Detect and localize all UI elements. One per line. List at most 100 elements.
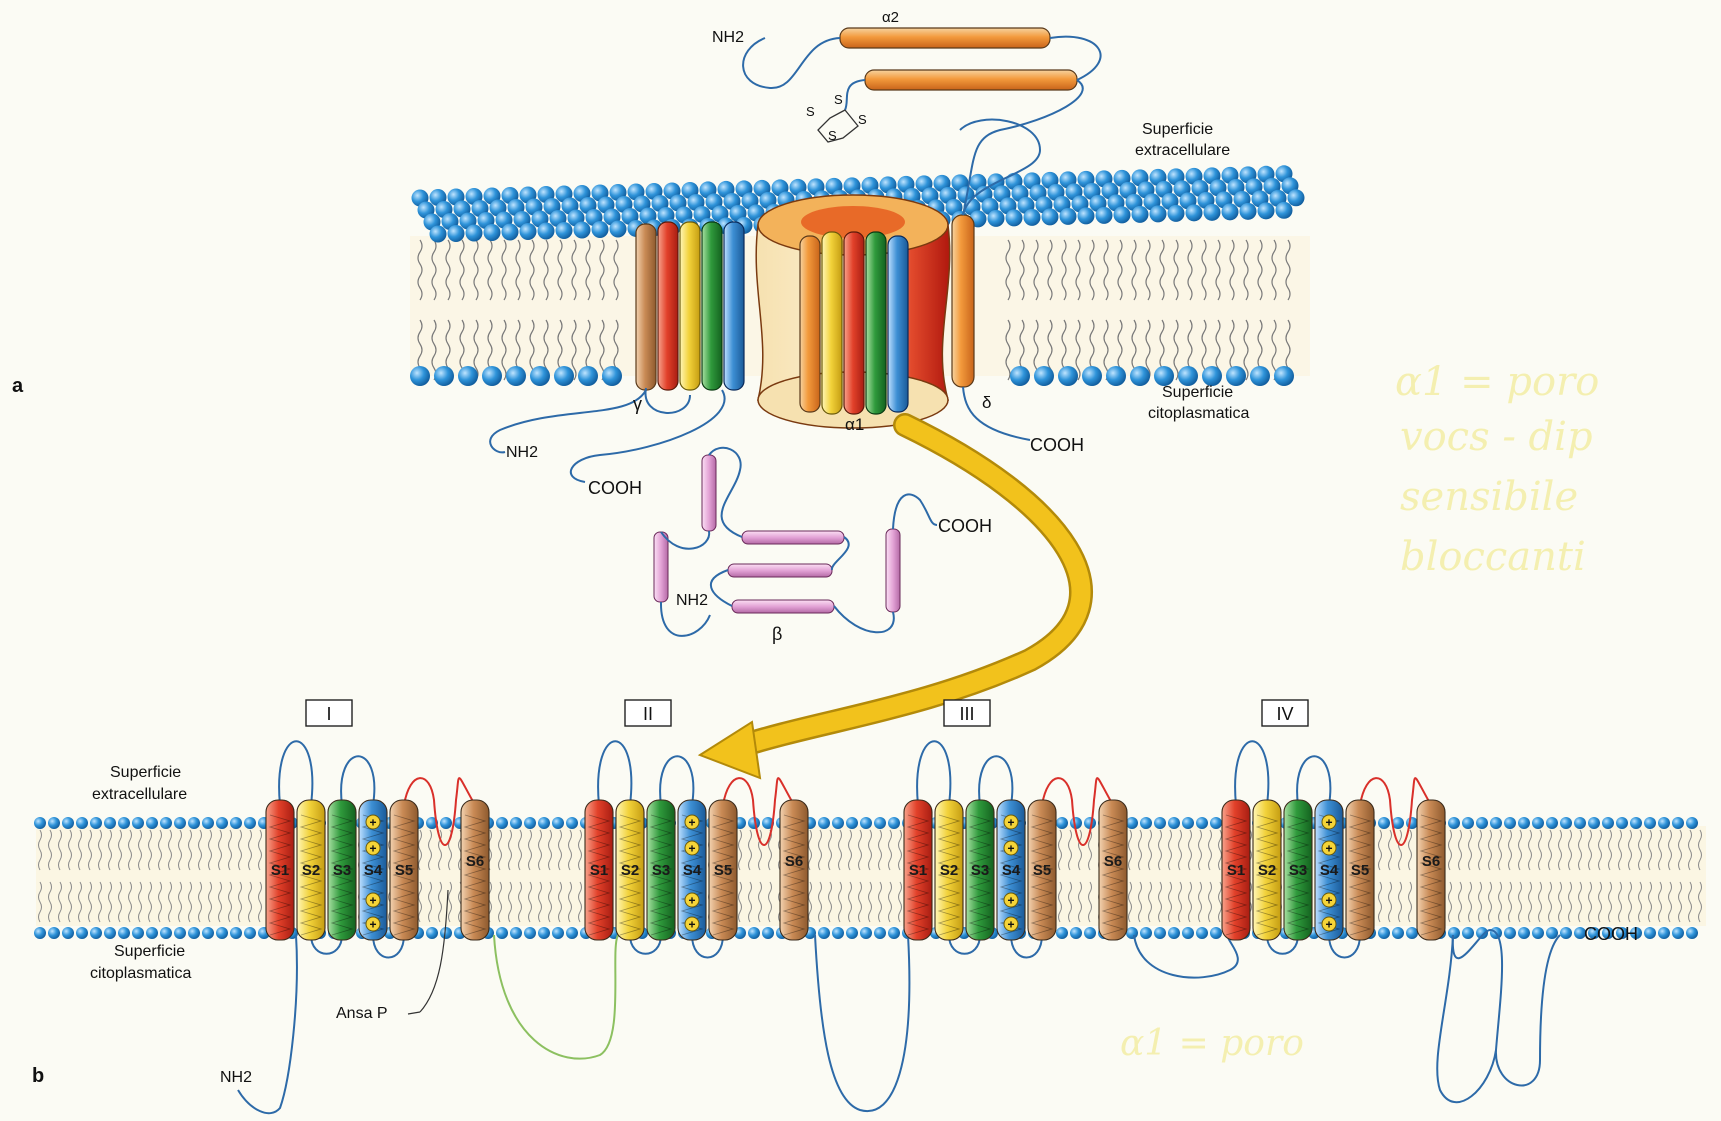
lipid-head [1082,366,1102,386]
panel-b-letter: b [32,1065,44,1087]
delta-cooh: COOH [1030,435,1084,455]
lipid-head [1630,817,1642,829]
segment-s5: S5 [390,800,418,940]
lipid-head [1140,927,1152,939]
segment-label: S5 [1033,862,1051,879]
lipid-head [1130,366,1150,386]
lipid-head [1096,207,1113,224]
panel-a-letter: a [12,375,24,397]
lipid-head [610,220,627,237]
lipid-head [578,366,598,386]
lipid-head [1258,202,1275,219]
alpha2-helix-2 [865,70,1077,90]
lipid-head [1504,817,1516,829]
lipid-head [1202,366,1222,386]
segment-s3: S3 [328,800,356,940]
lipid-head [1546,817,1558,829]
lipid-head [1658,817,1670,829]
lipid-head [62,817,74,829]
lipid-head [1616,817,1628,829]
lipid-head [1070,927,1082,939]
b-extra-surface-line2: extracellulare [92,786,187,803]
lipid-head [1210,817,1222,829]
charge-symbol: + [369,918,376,932]
segment-s5: S5 [709,800,737,940]
segment-s1: S1 [585,800,613,940]
lipid-head [552,817,564,829]
lipid-head [846,927,858,939]
lipid-head [510,927,522,939]
lipid-head [1658,927,1670,939]
gamma-cooh: COOH [588,478,642,498]
lipid-head [1560,817,1572,829]
lipid-head [430,226,447,243]
lipid-head [1006,209,1023,226]
charge-symbol: + [369,816,376,830]
lipid-head [230,817,242,829]
b-cooh: COOH [1584,924,1638,944]
alpha1-helix-4 [866,232,886,414]
lipid-head [1504,927,1516,939]
lipid-head [1686,817,1698,829]
charge-symbol: + [688,816,695,830]
segment-label: S6 [466,853,484,870]
lipid-head [1178,366,1198,386]
lipid-head [410,366,430,386]
lipid-head [1518,927,1530,939]
segment-label: S2 [940,862,958,879]
segment-s1: S1 [1222,800,1250,940]
charge-symbol: + [688,894,695,908]
lipid-head [592,221,609,238]
lipid-head [1274,366,1294,386]
lipid-head [846,817,858,829]
lipid-head [160,817,172,829]
alpha1-pore [756,195,949,428]
charge-symbol: + [1325,842,1332,856]
segment-s4: S4++++ [1315,800,1343,940]
lipid-head [216,927,228,939]
lipid-head [1518,817,1530,829]
lipid-head [888,817,900,829]
gamma-helix-5 [724,222,744,390]
charge-symbol: + [688,918,695,932]
a-cyto-surface-line1: Superficie [1162,384,1233,401]
lipid-head [524,817,536,829]
lipid-head [1406,817,1418,829]
lipid-head [146,927,158,939]
segment-label: S4 [1320,862,1339,879]
lipid-head [1546,927,1558,939]
lipid-head [860,927,872,939]
lipid-head [1378,927,1390,939]
segment-s4: S4++++ [997,800,1025,940]
segment-s3: S3 [1284,800,1312,940]
lipid-head [1168,927,1180,939]
charge-symbol: + [1325,816,1332,830]
segment-s3: S3 [966,800,994,940]
handwriting-1: α1 = poro [1395,359,1599,405]
lipid-head [202,817,214,829]
lipid-head [482,366,502,386]
lipid-head [1476,817,1488,829]
lipid-head [188,817,200,829]
lipid-head [538,927,550,939]
lipid-head [1126,927,1138,939]
segment-label: S2 [302,862,320,879]
charge-symbol: + [1007,816,1014,830]
lipid-head [34,927,46,939]
segment-label: S5 [1351,862,1369,879]
segment-label: S6 [1422,853,1440,870]
segment-s5: S5 [1028,800,1056,940]
lipid-head [1378,817,1390,829]
lipid-head [832,817,844,829]
charge-symbol: + [688,842,695,856]
segment-label: S6 [785,853,803,870]
lipid-head [34,817,46,829]
segment-s5: S5 [1346,800,1374,940]
lipid-head [1060,208,1077,225]
b-nh2: NH2 [220,1069,252,1086]
beta-subunit: β NH2 COOH [654,448,992,644]
lipid-head [1560,927,1572,939]
segment-s6: S6 [461,800,489,940]
ansa-p-pointer [408,1012,420,1014]
